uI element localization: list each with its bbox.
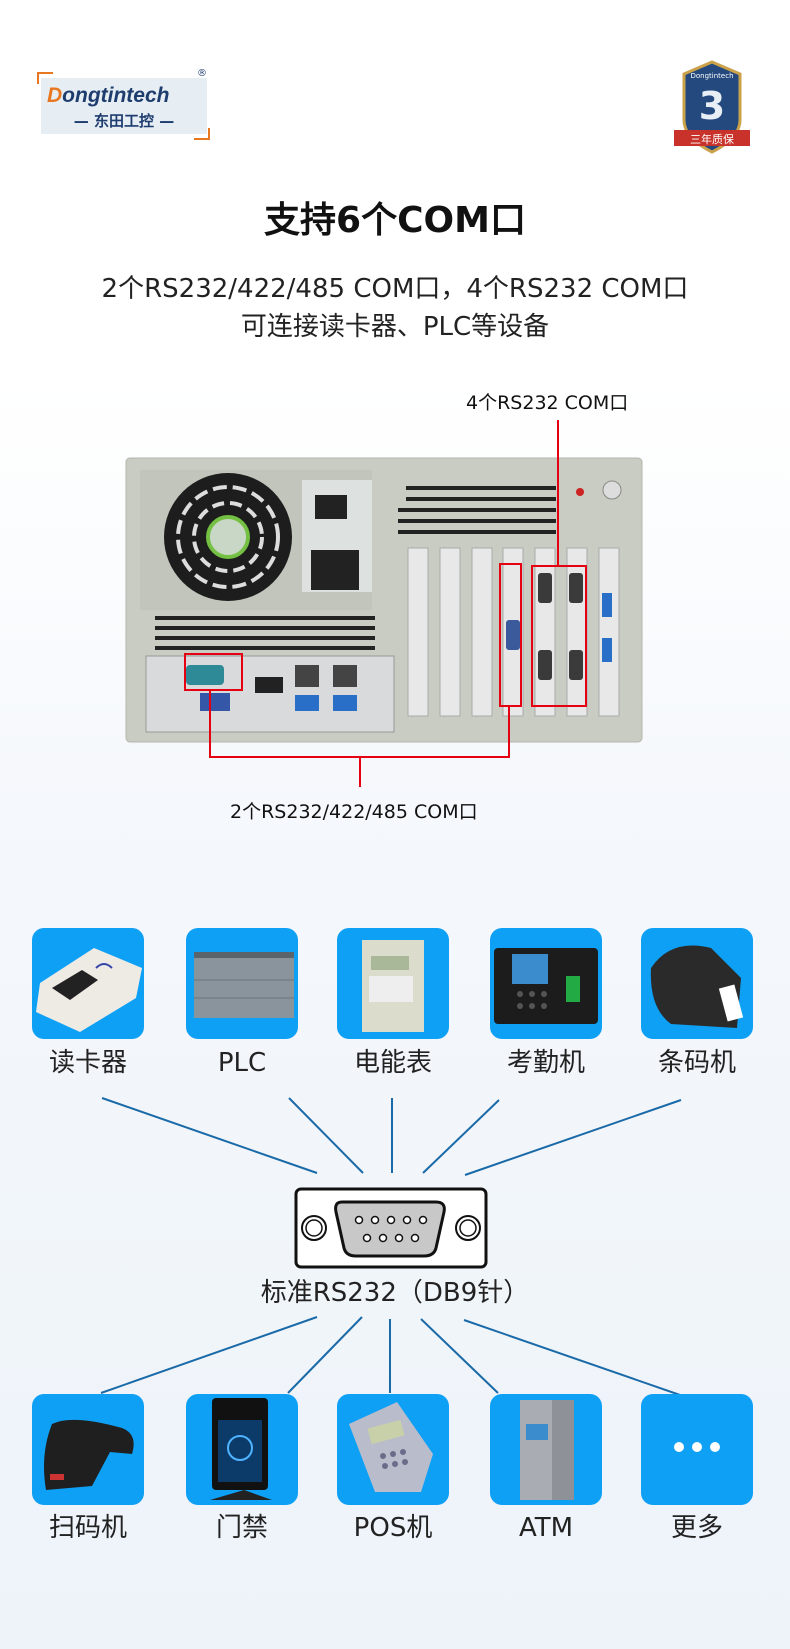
brand-logo: Dongtintech ® — 东田工控 — xyxy=(37,68,210,140)
barcode-scanner-icon xyxy=(44,1419,134,1490)
badge-number: 3 xyxy=(699,84,725,128)
logo-corner-decoration xyxy=(37,72,53,84)
lan-port xyxy=(295,665,319,687)
device-tile-attendance-machine xyxy=(490,928,602,1039)
callout-bottom-label: 2个RS232/422/485 COM口 xyxy=(230,801,478,823)
callout-highlights xyxy=(184,420,587,787)
electric-meter-icon xyxy=(362,940,424,1032)
callout-line-bottom xyxy=(209,690,510,787)
device-label: 扫码机 xyxy=(48,1513,127,1543)
device-label: POS机 xyxy=(353,1513,433,1543)
device-tile-pos-terminal xyxy=(337,1394,449,1505)
registered-mark: ® xyxy=(197,68,207,79)
device-label: 考勤机 xyxy=(506,1048,585,1078)
device-label: 条码机 xyxy=(657,1048,736,1078)
connection-line xyxy=(463,1319,681,1396)
badge-brand: Dongtintech xyxy=(690,72,733,80)
db9-connector-icon xyxy=(294,1187,488,1269)
power-switch xyxy=(315,495,347,519)
device-tile-barcode-printer xyxy=(641,928,753,1039)
connection-line xyxy=(287,1316,363,1394)
logo-initial: D xyxy=(47,84,63,107)
plc-icon xyxy=(194,952,294,1018)
vent-grille xyxy=(155,486,556,650)
device-label: 更多 xyxy=(670,1513,723,1543)
barcode-printer-icon xyxy=(650,945,744,1028)
device-tile-access-control xyxy=(186,1394,298,1505)
page-title: 支持6个COM口 xyxy=(264,200,526,241)
server-rear-panel xyxy=(125,420,643,787)
device-tile-barcode-scanner xyxy=(32,1394,144,1505)
shield-icon: Dongtintech 3 三年质保 xyxy=(674,60,750,154)
warranty-badge: Dongtintech 3 三年质保 xyxy=(670,60,754,156)
usb-port xyxy=(333,695,357,711)
logo-background xyxy=(41,78,207,134)
connection-line xyxy=(420,1318,499,1394)
com-port xyxy=(186,665,224,685)
connection-line xyxy=(100,1316,318,1394)
connector-label: 标准RS232（DB9针） xyxy=(260,1278,530,1308)
device-label: 门禁 xyxy=(215,1513,268,1543)
device-label: 读卡器 xyxy=(48,1048,127,1078)
logo-corner-decoration xyxy=(194,128,210,140)
pos-terminal-icon xyxy=(349,1402,433,1492)
more-icon xyxy=(674,1442,720,1452)
connection-line xyxy=(101,1097,318,1174)
logo-text-en: Dongtintech xyxy=(47,84,170,108)
logo-text-cn: — 东田工控 — xyxy=(73,112,175,130)
subtitle-line-1: 2个RS232/422/485 COM口，4个RS232 COM口 xyxy=(101,274,689,304)
power-socket xyxy=(311,550,359,590)
hdmi-port xyxy=(255,677,283,693)
db9-ports xyxy=(506,573,583,680)
connection-line xyxy=(464,1099,682,1176)
device-label: 电能表 xyxy=(353,1048,432,1078)
device-tile-electric-meter xyxy=(337,928,449,1039)
device-label: ATM xyxy=(518,1513,574,1543)
connection-line xyxy=(422,1099,500,1174)
logo-rest: ongtintech xyxy=(62,84,170,107)
connection-line xyxy=(288,1097,364,1174)
attendance-machine-icon xyxy=(494,948,598,1024)
access-control-icon xyxy=(210,1398,272,1500)
card-reader-icon xyxy=(36,948,142,1032)
fan-icon xyxy=(164,473,292,601)
device-label: PLC xyxy=(217,1048,267,1078)
badge-text: 三年质保 xyxy=(690,132,734,146)
lan-port xyxy=(333,665,357,687)
device-tile-card-reader xyxy=(32,928,144,1039)
device-tile-more xyxy=(641,1394,753,1505)
device-tile-plc xyxy=(186,928,298,1039)
subtitle-line-2: 可连接读卡器、PLC等设备 xyxy=(240,312,550,342)
usb-port xyxy=(295,695,319,711)
callout-top-label: 4个RS232 COM口 xyxy=(466,392,629,414)
atm-icon xyxy=(520,1400,574,1500)
device-tile-atm xyxy=(490,1394,602,1505)
vga-port xyxy=(200,693,230,711)
